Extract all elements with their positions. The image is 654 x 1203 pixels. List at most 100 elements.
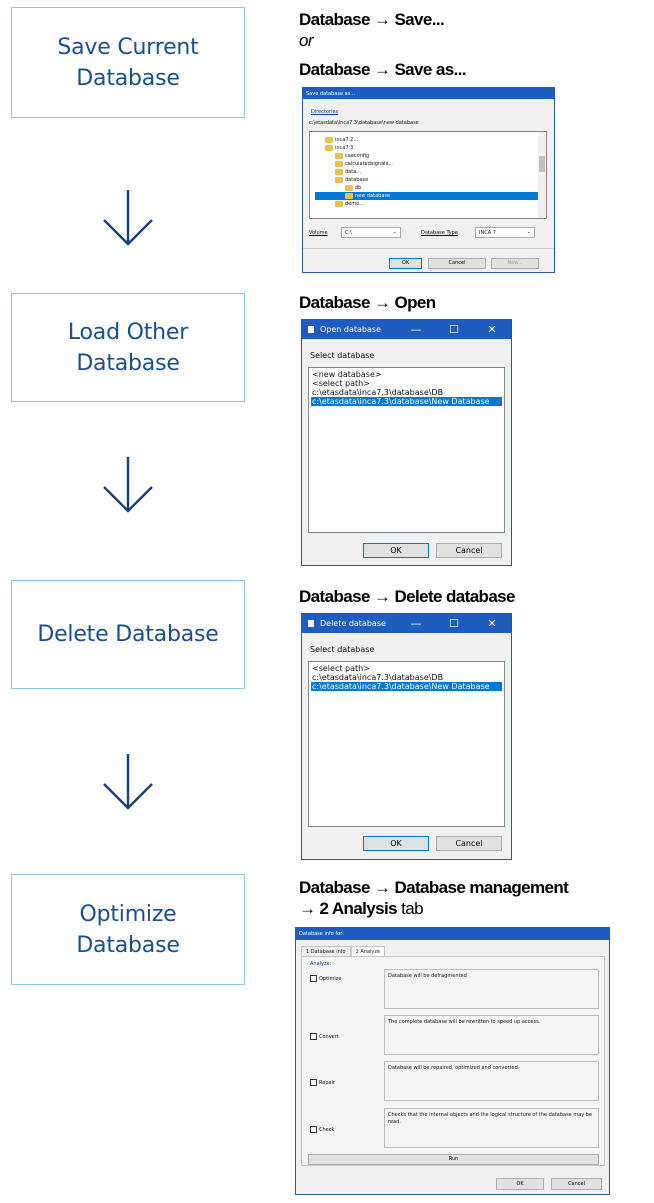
- minimize-icon[interactable]: —: [410, 617, 422, 630]
- open-database-dialog: Open database — ☐ ✕ Select database <new…: [301, 319, 512, 566]
- chevron-down-icon: ⌄: [392, 229, 397, 235]
- window-controls: — ☐ ✕: [397, 323, 511, 336]
- close-icon[interactable]: ✕: [487, 617, 497, 630]
- option-checkbox[interactable]: Optimize: [310, 975, 341, 982]
- tab-bar: 1 Database info 2 Analyze: [301, 946, 386, 956]
- option-label: Repair: [319, 1080, 336, 1086]
- option-label: Optimize: [319, 976, 342, 982]
- tree-item[interactable]: data...: [315, 168, 542, 176]
- minimize-icon[interactable]: —: [410, 323, 422, 336]
- directories-label: Directories: [311, 109, 339, 115]
- folder-icon: [325, 144, 333, 151]
- caption-delete: Database → Delete database: [299, 587, 516, 606]
- dialog-title: Open database: [320, 325, 381, 334]
- dialog-title: Save database as...: [306, 90, 356, 97]
- list-item[interactable]: c:\etasdata\inca7.3\database\New Databas…: [311, 682, 502, 691]
- folder-icon: [345, 184, 353, 191]
- caption-open: Database → Open: [299, 293, 436, 312]
- list-item[interactable]: <select path>: [312, 379, 370, 388]
- database-list[interactable]: <select path>c:\etasdata\inca7.3\databas…: [308, 661, 505, 827]
- scroll-thumb[interactable]: [539, 156, 545, 172]
- caption-db-management: Database → Database management: [299, 878, 569, 897]
- database-icon: [308, 620, 314, 627]
- checkbox-icon[interactable]: [310, 1126, 317, 1133]
- list-item[interactable]: <new database>: [312, 370, 382, 379]
- step-label: Save Current Database: [57, 34, 199, 91]
- folder-icon: [325, 136, 333, 143]
- new-button[interactable]: New...: [491, 258, 539, 269]
- dialog-titlebar: Database info for:: [296, 928, 609, 940]
- caption-tab: tab: [397, 899, 423, 918]
- cancel-button[interactable]: Cancel: [551, 1178, 602, 1190]
- run-button[interactable]: Run: [308, 1154, 599, 1165]
- maximize-icon[interactable]: ☐: [449, 617, 459, 630]
- dialog-titlebar: Open database — ☐ ✕: [302, 320, 511, 339]
- folder-icon: [335, 176, 343, 183]
- tree-item[interactable]: db: [315, 184, 542, 192]
- chevron-down-icon: ⌄: [526, 229, 531, 235]
- cancel-button[interactable]: Cancel: [428, 258, 486, 269]
- list-item[interactable]: <select path>: [312, 664, 370, 673]
- ok-button[interactable]: OK: [389, 258, 422, 269]
- cancel-button[interactable]: Cancel: [436, 836, 502, 851]
- checkbox-icon[interactable]: [310, 975, 317, 982]
- tree-item[interactable]: caeconfig: [315, 152, 542, 160]
- close-icon[interactable]: ✕: [487, 323, 497, 336]
- ok-button[interactable]: OK: [363, 836, 429, 851]
- tree-item-label: inca7.3: [335, 145, 354, 151]
- option-label: Convert: [319, 1034, 339, 1040]
- tree-item[interactable]: demo...: [315, 200, 542, 208]
- option-description: Database will be repaired, optimized and…: [384, 1061, 599, 1101]
- list-item[interactable]: c:\etasdata\inca7.3\database\DB: [312, 673, 444, 682]
- option-checkbox[interactable]: Repair: [310, 1079, 335, 1086]
- tree-item-label: demo...: [345, 201, 364, 207]
- folder-icon: [335, 200, 343, 207]
- maximize-icon[interactable]: ☐: [449, 323, 459, 336]
- step-save-database: Save Current Database: [11, 7, 245, 118]
- tree-item[interactable]: database: [315, 176, 542, 184]
- caption-save-as: Database → Save as...: [299, 60, 467, 79]
- db-type-value: INCA 7: [479, 230, 496, 236]
- tree-item-label: calculatedsignals...: [345, 161, 393, 167]
- volume-label: Volume: [309, 230, 328, 236]
- database-management-dialog: Database info for: 1 Database info 2 Ana…: [295, 927, 610, 1195]
- tree-item[interactable]: inca7.2...: [315, 136, 542, 144]
- step-load-database: Load Other Database: [11, 293, 245, 402]
- caption-or: or: [299, 31, 314, 51]
- db-type-select[interactable]: INCA 7 ⌄: [475, 227, 535, 238]
- volume-value: C:\: [345, 230, 352, 236]
- select-database-label: Select database: [310, 645, 375, 654]
- dialog-title: Delete database: [320, 619, 386, 628]
- caption-save: Database → Save...: [299, 10, 445, 29]
- ok-button[interactable]: OK: [496, 1178, 544, 1190]
- volume-select[interactable]: C:\ ⌄: [341, 227, 401, 238]
- tree-item[interactable]: new database: [315, 192, 542, 200]
- checkbox-icon[interactable]: [310, 1079, 317, 1086]
- tree-item[interactable]: inca7.3: [315, 144, 542, 152]
- checkbox-icon[interactable]: [310, 1033, 317, 1040]
- tree-item[interactable]: calculatedsignals...: [315, 160, 542, 168]
- step-optimize-database: Optimize Database: [11, 874, 245, 985]
- save-database-dialog: Save database as... Directories c:\etasd…: [302, 87, 555, 273]
- option-checkbox[interactable]: Check: [310, 1126, 334, 1133]
- dialog-separator: [303, 248, 554, 249]
- folder-icon: [335, 152, 343, 159]
- tree-scrollbar[interactable]: [538, 132, 546, 218]
- dialog-titlebar: Delete database — ☐ ✕: [302, 614, 511, 633]
- tab-analyze[interactable]: 2 Analyze: [350, 946, 386, 956]
- database-list[interactable]: <new database><select path>c:\etasdata\i…: [308, 367, 505, 533]
- tree-item-label: new database: [355, 193, 391, 199]
- folder-icon: [335, 160, 343, 167]
- tab-database-info[interactable]: 1 Database info: [301, 946, 351, 956]
- list-item[interactable]: c:\etasdata\inca7.3\database\New Databas…: [311, 397, 502, 406]
- ok-button[interactable]: OK: [363, 543, 429, 558]
- arrow-down-icon: [100, 455, 156, 515]
- option-checkbox[interactable]: Convert: [310, 1033, 339, 1040]
- tree-item-label: data...: [345, 169, 362, 175]
- list-item[interactable]: c:\etasdata\inca7.3\database\DB: [312, 388, 444, 397]
- tree-item-label: db: [355, 185, 362, 191]
- cancel-button[interactable]: Cancel: [436, 543, 502, 558]
